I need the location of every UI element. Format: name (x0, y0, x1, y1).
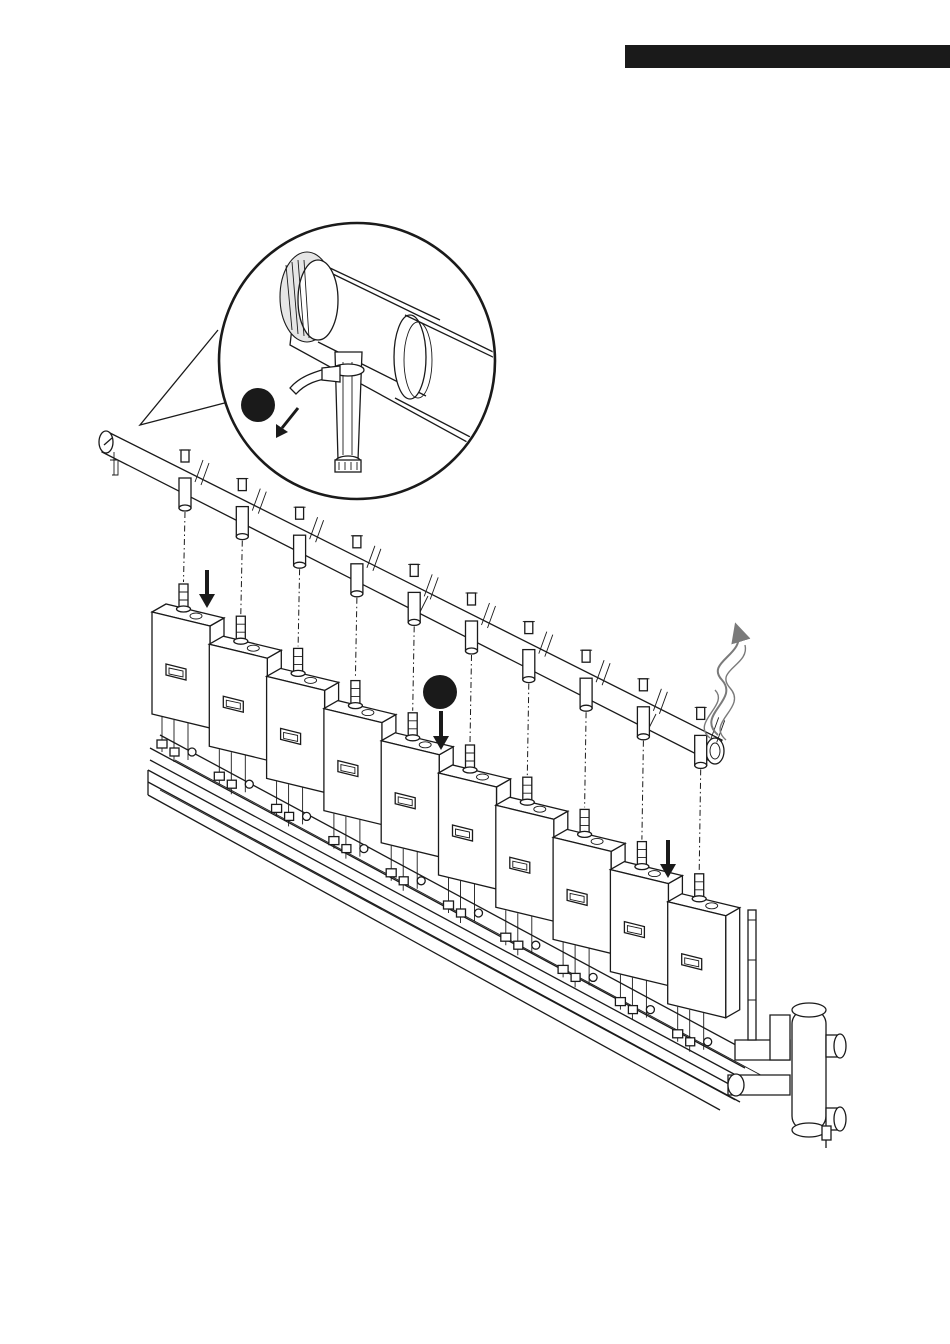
support-post (748, 910, 756, 1040)
boiler-units (152, 584, 740, 1052)
step-marker-circle (241, 388, 275, 422)
step-marker-circle (423, 675, 457, 709)
down-arrow (199, 570, 215, 608)
exhaust-smoke-icon (704, 632, 745, 740)
boiler-unit (668, 874, 740, 1052)
hydraulic-separator (728, 1003, 846, 1148)
magnified-detail-circle (140, 223, 520, 499)
